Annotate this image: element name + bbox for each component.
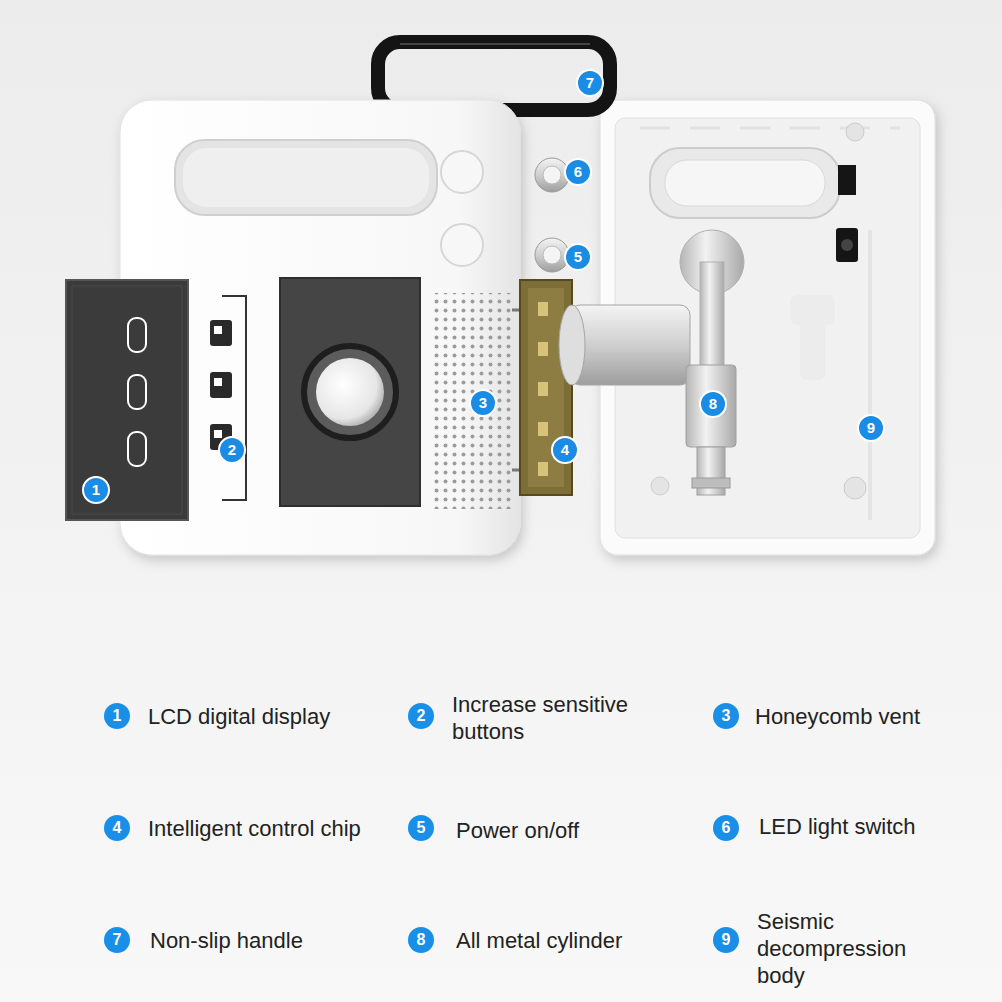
list-number: 9: [713, 927, 739, 953]
callout-number: 9: [857, 414, 885, 442]
display-panel-part: [128, 318, 146, 352]
part-name: Power on/off: [456, 817, 579, 844]
back-panel-part: [846, 123, 864, 141]
part-name: Increase sensitive buttons: [452, 691, 667, 745]
part-name: Honeycomb vent: [755, 703, 920, 730]
callout-number: 1: [82, 476, 110, 504]
front-housing-part: [183, 148, 429, 207]
display-panel-part: [72, 286, 182, 514]
control-chip-part: [538, 342, 548, 356]
button-strip-part: [214, 378, 222, 386]
callout-number: 6: [564, 158, 592, 186]
list-number: 2: [408, 703, 434, 729]
button-strip-part: [214, 430, 222, 438]
speaker-panel-part: [304, 346, 396, 438]
back-panel-part: [650, 148, 840, 218]
metal-cylinder: [559, 230, 744, 495]
front-housing-part: [441, 224, 483, 266]
list-number: 3: [713, 703, 739, 729]
callout-number: 4: [551, 436, 579, 464]
back-panel-part: [868, 230, 872, 520]
part-name: Seismic decompression body: [757, 908, 927, 989]
part-name: LCD digital display: [148, 703, 330, 730]
back-panel-part: [836, 228, 858, 262]
control-chip-part: [538, 382, 548, 396]
button-strip-part: [214, 326, 222, 334]
back-panel-part: [651, 477, 669, 495]
callout-number: 7: [576, 69, 604, 97]
metal-cylinder-part: [559, 305, 585, 385]
back-panel-part: [844, 477, 866, 499]
part-name: Intelligent control chip: [148, 815, 361, 842]
metal-cylinder-part: [570, 305, 690, 385]
display-panel: [66, 280, 188, 520]
speaker-panel-part: [280, 278, 420, 506]
callout-number: 2: [218, 436, 246, 464]
button-strip-part: [210, 372, 232, 398]
back-panel-part: [838, 165, 856, 195]
metal-cylinder-part: [700, 262, 724, 367]
callout-number: 5: [564, 243, 592, 271]
speaker-panel: [280, 278, 420, 506]
display-panel-part: [66, 280, 188, 520]
list-number: 1: [104, 703, 130, 729]
control-chip-part: [538, 422, 548, 436]
list-number: 6: [713, 815, 739, 841]
front-housing-part: [441, 151, 483, 193]
metal-cylinder-part: [692, 478, 730, 488]
front-housing-part: [175, 140, 437, 215]
handle-part: [400, 43, 590, 45]
display-panel-part: [128, 375, 146, 409]
list-number: 4: [104, 815, 130, 841]
switches-part: [543, 246, 561, 264]
metal-cylinder-part: [686, 365, 736, 447]
speaker-panel-part: [316, 358, 384, 426]
back-panel-part: [841, 239, 853, 251]
list-number: 5: [408, 815, 434, 841]
switches-part: [543, 166, 561, 184]
part-name: Non-slip handle: [150, 927, 303, 954]
callout-number: 3: [469, 389, 497, 417]
button-strip: [210, 296, 246, 500]
part-name: LED light switch: [759, 813, 916, 840]
list-number: 7: [104, 927, 130, 953]
honeycomb-vent-part: [430, 293, 511, 509]
control-chip-part: [538, 302, 548, 316]
part-name: All metal cylinder: [456, 927, 622, 954]
control-chip-part: [538, 462, 548, 476]
back-panel-part: [800, 320, 825, 380]
callout-number: 8: [699, 390, 727, 418]
back-panel-part: [665, 160, 825, 206]
display-panel-part: [128, 432, 146, 466]
honeycomb-vent: [430, 293, 511, 509]
list-number: 8: [408, 927, 434, 953]
button-strip-part: [210, 320, 232, 346]
